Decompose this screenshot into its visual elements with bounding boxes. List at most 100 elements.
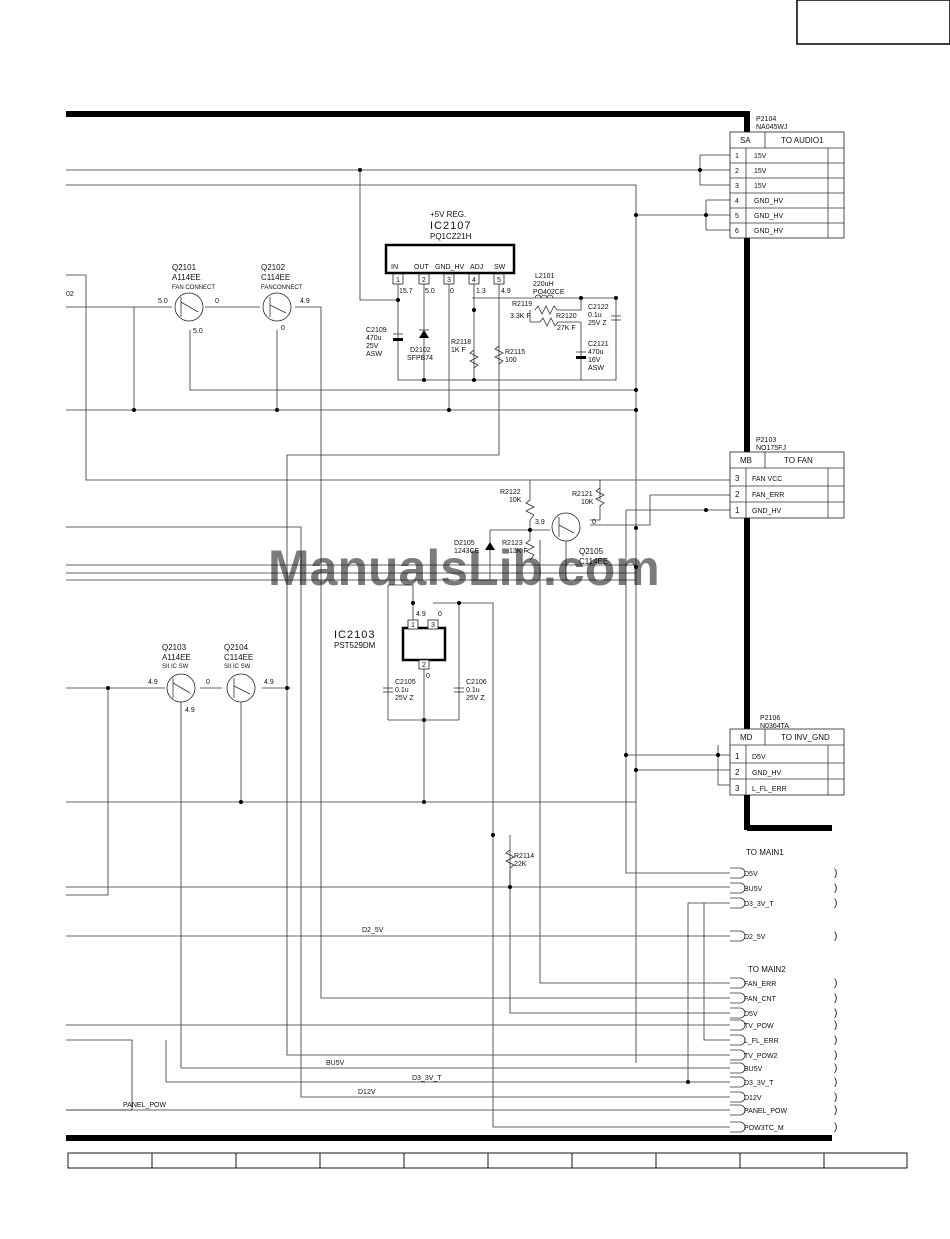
q2104-transistor: Q2104 C114EE SII IC SW 4.9 <box>224 643 274 703</box>
svg-text:D3_3V_T: D3_3V_T <box>412 1075 442 1082</box>
svg-text:): ) <box>834 978 837 989</box>
svg-text:1.3: 1.3 <box>476 288 486 295</box>
svg-text:BU5V: BU5V <box>744 1066 763 1073</box>
svg-text:C2121: C2121 <box>588 341 609 348</box>
wires <box>66 154 730 1128</box>
svg-text:0: 0 <box>592 519 596 526</box>
svg-text:22K: 22K <box>514 861 527 868</box>
svg-text:NA045WJ: NA045WJ <box>756 124 788 131</box>
svg-text:POW3TC_M: POW3TC_M <box>744 1125 784 1132</box>
svg-text:FAN CONNECT: FAN CONNECT <box>172 285 215 291</box>
svg-text:MB: MB <box>740 456 752 465</box>
svg-text:BU5V: BU5V <box>326 1060 345 1067</box>
svg-text:0.1u: 0.1u <box>466 687 480 694</box>
svg-text:0: 0 <box>281 325 285 332</box>
svg-text:TV_POW2: TV_POW2 <box>744 1053 778 1060</box>
svg-text:L_FL_ERR: L_FL_ERR <box>752 786 787 793</box>
q2103-transistor: Q2103 A114EE SII IC SW 4.9 0 4.9 <box>148 643 210 714</box>
to-main1-labels: TO MAIN1 D5V BU5V D3_3V_T D2_5V )) )) <box>730 848 837 942</box>
svg-text:3.3K F: 3.3K F <box>510 313 531 320</box>
svg-text:15V: 15V <box>754 168 767 175</box>
svg-text:0: 0 <box>206 679 210 686</box>
svg-text:1: 1 <box>411 622 415 629</box>
svg-text:PST529DM: PST529DM <box>334 641 376 650</box>
svg-text:25V Z: 25V Z <box>395 695 414 702</box>
svg-text:25V Z: 25V Z <box>588 320 607 327</box>
svg-text:GND_HV: GND_HV <box>754 213 784 220</box>
svg-text:GND_HV: GND_HV <box>435 264 465 271</box>
svg-text:P2104: P2104 <box>756 116 776 123</box>
svg-text:5.0: 5.0 <box>425 288 435 295</box>
svg-text:ASW: ASW <box>588 365 604 372</box>
svg-text:D5V: D5V <box>744 1011 758 1018</box>
svg-text:220uH: 220uH <box>533 281 554 288</box>
svg-text:R2118: R2118 <box>451 339 471 346</box>
svg-text:4.9: 4.9 <box>148 679 158 686</box>
svg-text:): ) <box>834 883 837 894</box>
svg-text:C2106: C2106 <box>466 679 487 686</box>
svg-text:): ) <box>834 1105 837 1116</box>
svg-text:TV_POW: TV_POW <box>744 1023 774 1030</box>
svg-text:D2_5V: D2_5V <box>744 934 766 941</box>
net-labels: D2_5V BU5V D3_3V_T D12V PANEL_POW <box>123 927 442 1109</box>
svg-text:R2115: R2115 <box>505 349 525 356</box>
svg-text:TO MAIN1: TO MAIN1 <box>746 848 784 857</box>
svg-text:2: 2 <box>735 490 740 499</box>
svg-text:C2105: C2105 <box>395 679 416 686</box>
svg-text:D2105: D2105 <box>454 540 475 547</box>
svg-text:): ) <box>834 1092 837 1103</box>
svg-text:1243CE: 1243CE <box>454 548 480 555</box>
svg-text:R2114: R2114 <box>514 853 534 860</box>
svg-text:4: 4 <box>735 198 739 205</box>
svg-text:Q2101: Q2101 <box>172 263 197 272</box>
watermark: ManualsLib.com <box>268 540 660 596</box>
svg-text:D12V: D12V <box>744 1095 762 1102</box>
svg-text:3: 3 <box>431 622 435 629</box>
svg-text:3: 3 <box>735 474 740 483</box>
svg-text:0: 0 <box>438 611 442 618</box>
svg-text:TO INV_GND: TO INV_GND <box>781 733 830 742</box>
svg-text:P2103: P2103 <box>756 437 776 444</box>
svg-text:L2101: L2101 <box>535 273 555 280</box>
svg-text:0.1u: 0.1u <box>395 687 409 694</box>
svg-text:1K F: 1K F <box>451 347 466 354</box>
svg-text:C2109: C2109 <box>366 327 387 334</box>
ic2107-regulator: +5V REG. IC2107 PQ1CZ21H IN OUT GND_HV A… <box>384 210 516 295</box>
svg-text:4.9: 4.9 <box>300 298 310 305</box>
svg-text:D2102: D2102 <box>410 347 431 354</box>
svg-text:L_FL_ERR: L_FL_ERR <box>744 1038 779 1045</box>
svg-text:PQ1CZ21H: PQ1CZ21H <box>430 232 472 241</box>
svg-text:0: 0 <box>450 288 454 295</box>
svg-text:2: 2 <box>735 768 740 777</box>
svg-text:10K: 10K <box>581 499 594 506</box>
svg-text:2: 2 <box>735 168 739 175</box>
svg-text:R2122: R2122 <box>500 489 521 496</box>
svg-text:4: 4 <box>472 277 476 284</box>
svg-text:FAN_ERR: FAN_ERR <box>752 492 784 499</box>
svg-text:GND_HV: GND_HV <box>752 508 782 515</box>
svg-text:3.9: 3.9 <box>535 519 545 526</box>
svg-text:D12V: D12V <box>358 1089 376 1096</box>
svg-text:GND_HV: GND_HV <box>754 198 784 205</box>
svg-text:P2106: P2106 <box>760 715 780 722</box>
svg-text:GND_HV: GND_HV <box>752 770 782 777</box>
svg-text:0: 0 <box>215 298 219 305</box>
to-main2-labels: TO MAIN2 FAN_ERR FAN_CNT D5V TV_POW L_FL… <box>730 965 837 1133</box>
svg-text:4.9: 4.9 <box>416 611 426 618</box>
svg-text:): ) <box>834 931 837 942</box>
svg-text:3: 3 <box>735 784 740 793</box>
svg-text:FANCONNECT: FANCONNECT <box>261 285 303 291</box>
svg-text:1: 1 <box>735 752 740 761</box>
svg-text:BU5V: BU5V <box>744 886 763 893</box>
svg-text:): ) <box>834 1020 837 1031</box>
svg-text:A114EE: A114EE <box>172 273 201 282</box>
svg-text:Q2104: Q2104 <box>224 643 249 652</box>
svg-text:1: 1 <box>396 277 400 284</box>
ic2103-detector: IC2103 PST529DM 1 3 2 4.9 0 0 C2105 0.1u… <box>334 611 487 702</box>
svg-text:4.9: 4.9 <box>185 707 195 714</box>
svg-text:15V: 15V <box>754 153 767 160</box>
